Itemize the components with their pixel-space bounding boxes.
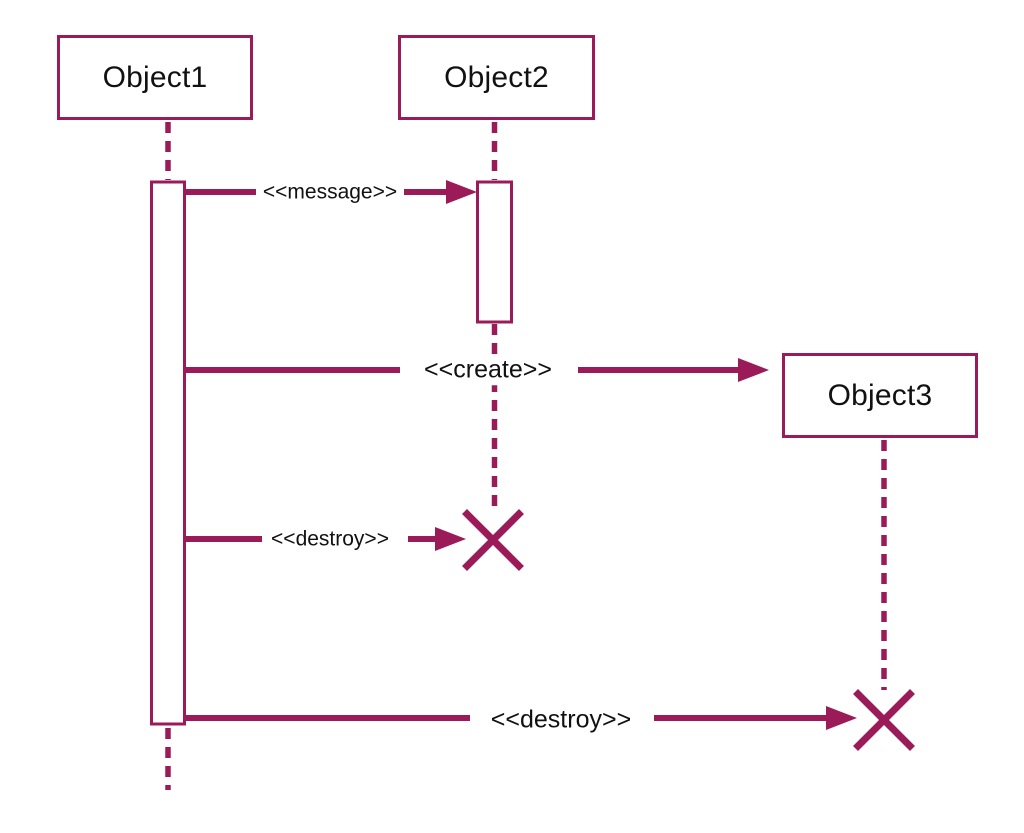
destroy-x-object3 xyxy=(853,689,915,751)
object3-label: Object3 xyxy=(827,378,933,412)
object-box-object1: Object1 xyxy=(57,35,253,120)
message-arrow-destroy-object2 xyxy=(184,527,466,551)
activation-bar-object1 xyxy=(150,180,186,726)
message-label-destroy-object2: <<destroy>> xyxy=(266,526,394,552)
message-label-create: <<create>> xyxy=(419,355,557,385)
object-box-object2: Object2 xyxy=(398,35,595,120)
object2-label: Object2 xyxy=(444,60,549,94)
activation-bar-object2 xyxy=(476,180,513,324)
object1-label: Object1 xyxy=(102,60,208,94)
destroy-x-object2 xyxy=(462,509,524,571)
message-arrow-message xyxy=(184,180,477,204)
message-arrow-destroy-object3 xyxy=(184,706,857,730)
object-box-object3: Object3 xyxy=(782,353,978,438)
message-arrow-create xyxy=(184,358,769,382)
message-label-destroy-object3: <<destroy>> xyxy=(485,705,637,735)
message-label-message: <<message>> xyxy=(257,179,403,205)
